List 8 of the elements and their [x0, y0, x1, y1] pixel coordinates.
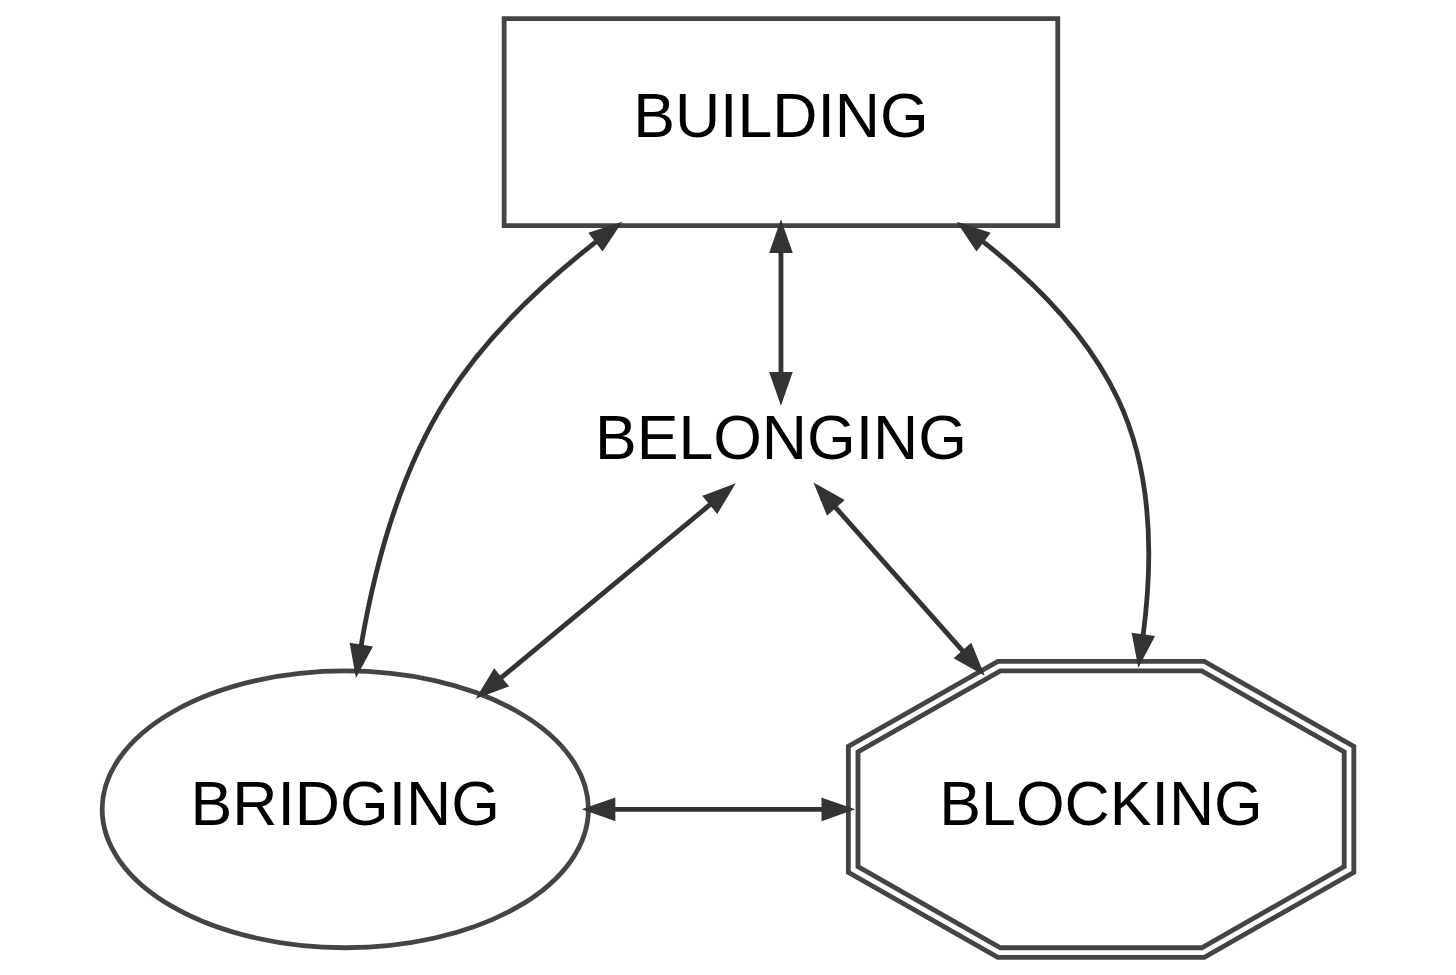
arrow — [581, 797, 856, 821]
node-box: BUILDING — [501, 15, 1061, 228]
arrow — [475, 482, 736, 699]
arrow — [813, 482, 985, 676]
arrow — [956, 221, 1155, 668]
arrow — [769, 218, 793, 406]
node-text: BELONGING — [594, 401, 967, 472]
arrow — [349, 221, 623, 678]
